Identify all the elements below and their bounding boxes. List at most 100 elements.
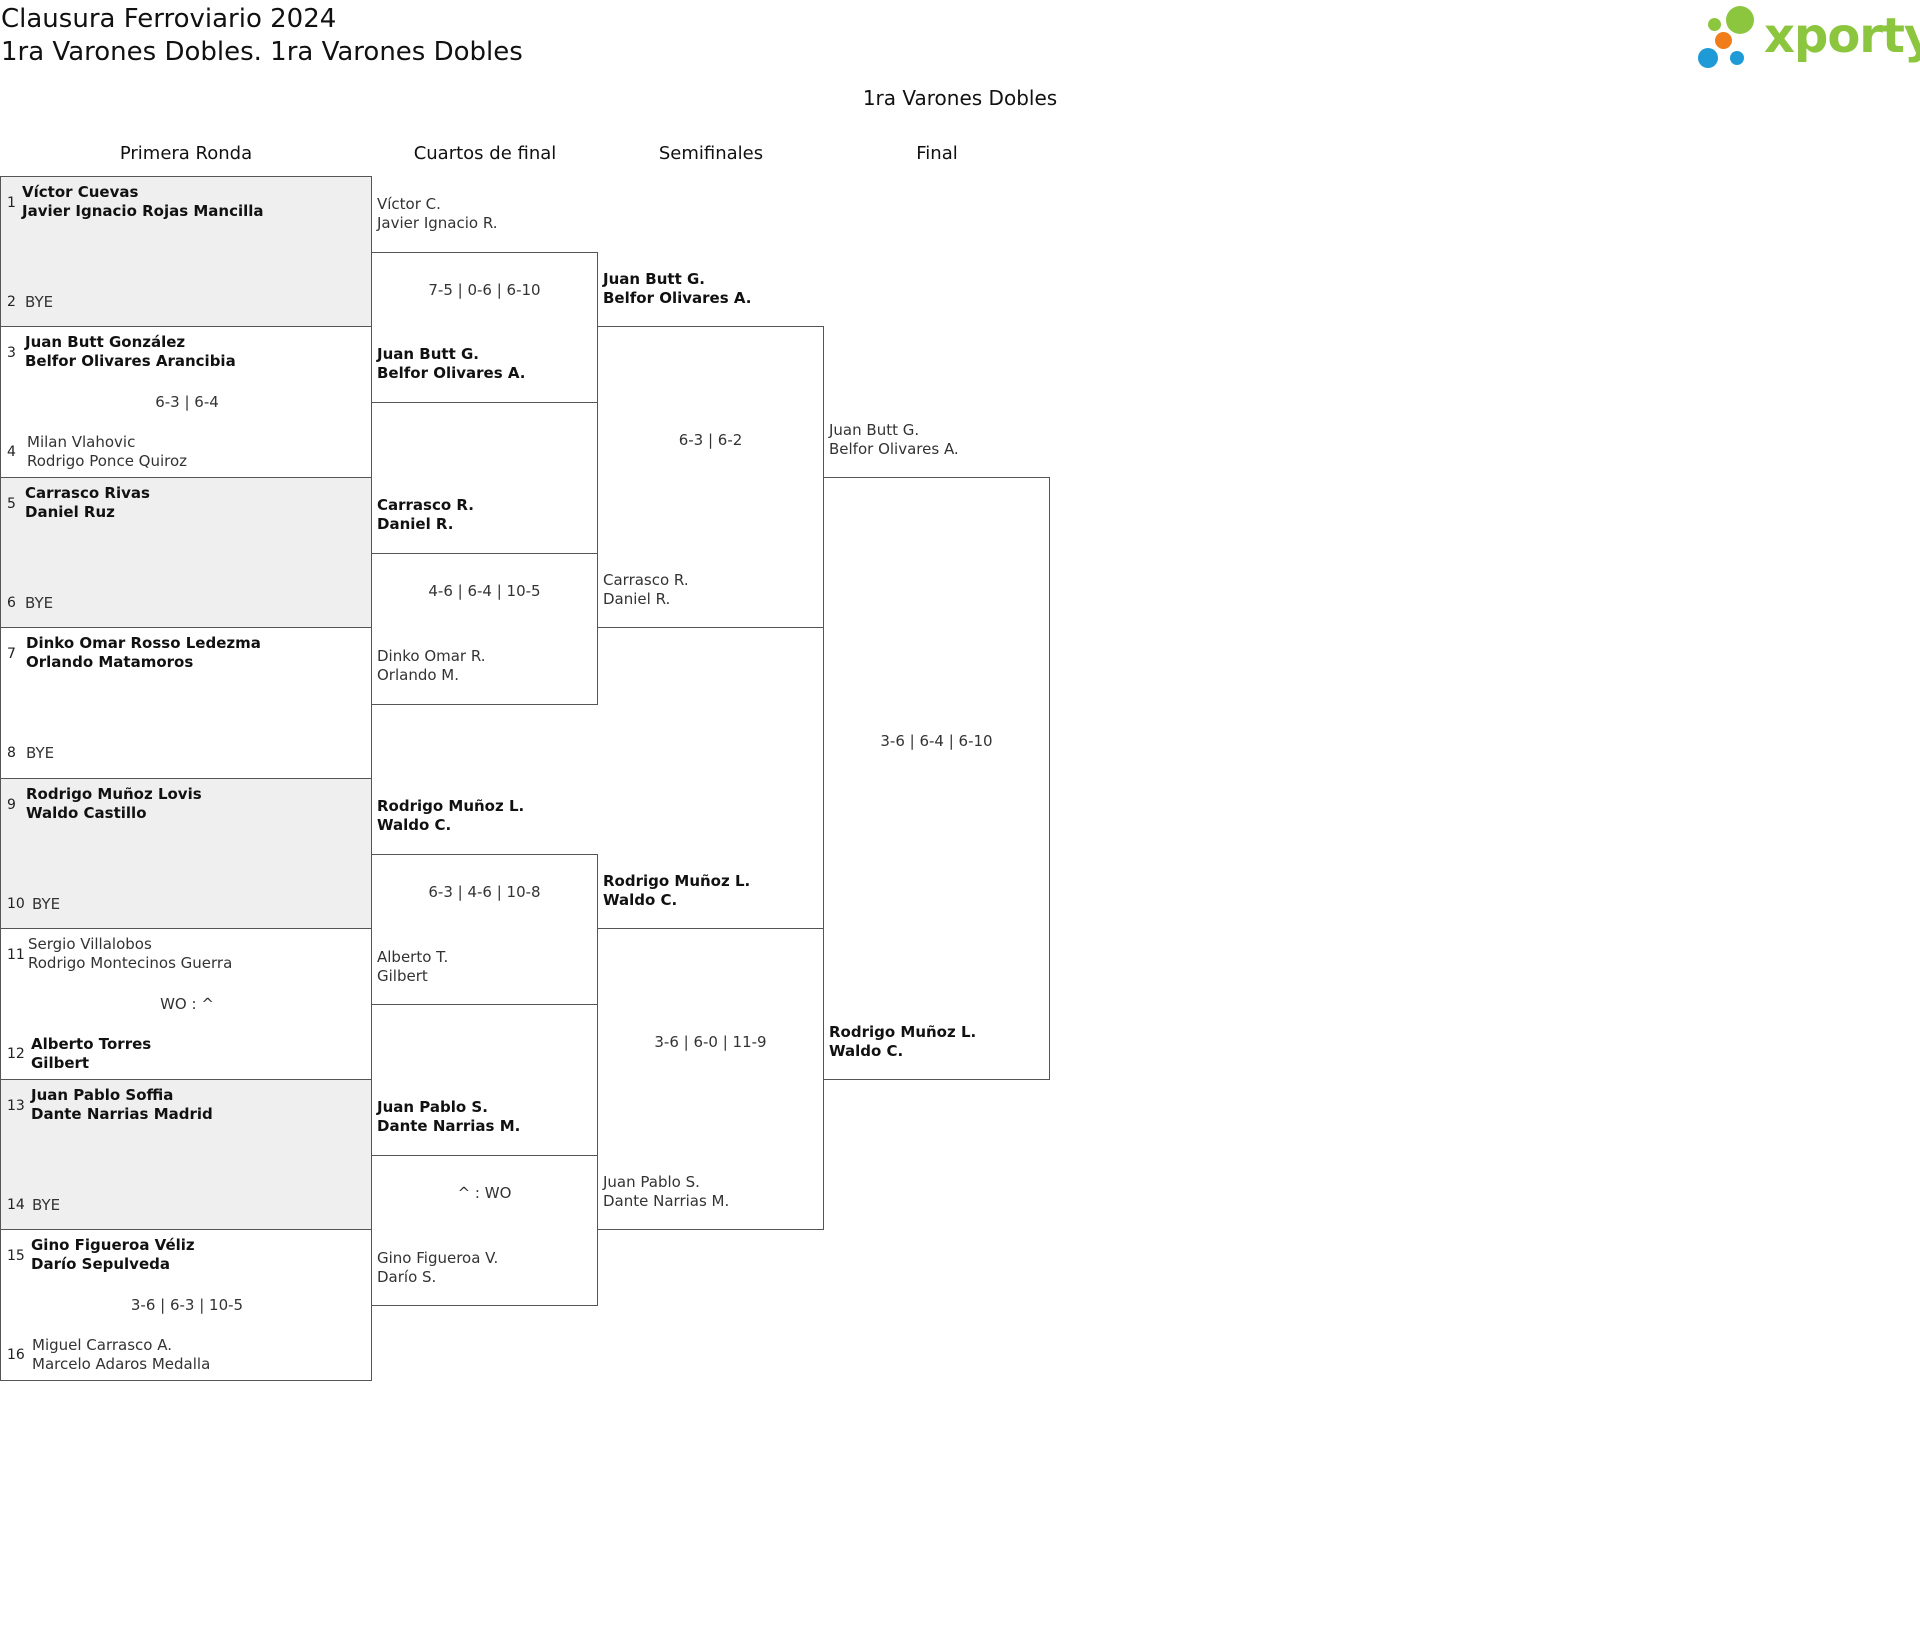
player-name[interactable]: Gilbert <box>377 967 428 985</box>
player-name[interactable]: Rodrigo Muñoz L. <box>829 1023 977 1041</box>
player-name[interactable]: Dante Narrias M. <box>377 1117 521 1135</box>
player-name[interactable]: Juan Pablo S. <box>603 1173 700 1191</box>
player-name[interactable]: Gino Figueroa V. <box>377 1249 499 1267</box>
player-name[interactable]: Daniel R. <box>603 590 671 608</box>
match-score: ^ : WO <box>457 1184 512 1202</box>
player-name[interactable]: Belfor Olivares Arancibia <box>25 352 236 370</box>
player-name[interactable]: Belfor Olivares A. <box>603 289 752 307</box>
r1-match-1: 1 Víctor Cuevas Javier Ignacio Rojas Man… <box>0 176 372 327</box>
player-name[interactable]: Marcelo Adaros Medalla <box>32 1355 211 1373</box>
player-name[interactable]: Dante Narrias M. <box>603 1192 730 1210</box>
player-name[interactable]: Daniel Ruz <box>25 503 115 521</box>
player-name[interactable]: Juan Butt González <box>25 333 186 351</box>
tournament-title: Clausura Ferroviario 2024 <box>1 4 337 34</box>
player-name[interactable]: Darío S. <box>377 1268 437 1286</box>
player-name[interactable]: Gilbert <box>31 1054 90 1072</box>
player-name[interactable]: Orlando M. <box>377 666 460 684</box>
seed-number: 9 <box>7 797 16 813</box>
player-name[interactable]: Gino Figueroa Véliz <box>31 1236 195 1254</box>
r1-match-5: 9 Rodrigo Muñoz Lovis Waldo Castillo 10 … <box>0 778 372 929</box>
seed-number: 11 <box>7 947 25 963</box>
seed-number: 6 <box>7 595 16 611</box>
player-name[interactable]: Juan Butt G. <box>603 270 705 288</box>
player-name: BYE <box>25 594 54 612</box>
r1-match-7: 13 Juan Pablo Soffia Dante Narrias Madri… <box>0 1079 372 1230</box>
player-name[interactable]: Rodrigo Muñoz L. <box>377 797 525 815</box>
match-score: 3-6 | 6-4 | 6-10 <box>880 732 993 750</box>
round-header-cuartos: Cuartos de final <box>413 143 557 164</box>
player-name[interactable]: Rodrigo Muñoz L. <box>603 872 751 890</box>
seed-number: 1 <box>7 195 16 211</box>
player-name[interactable]: Miguel Carrasco A. <box>32 1336 173 1354</box>
r1-match-8: 15 Gino Figueroa Véliz Darío Sepulveda 3… <box>0 1229 372 1381</box>
player-name[interactable]: Waldo C. <box>603 891 678 909</box>
player-name[interactable]: Carrasco Rivas <box>25 484 150 502</box>
player-name[interactable]: Daniel R. <box>377 515 454 533</box>
player-name[interactable]: Waldo C. <box>377 816 452 834</box>
player-name[interactable]: Víctor C. <box>377 195 441 213</box>
qf-bracket-4 <box>371 1155 598 1306</box>
player-name[interactable]: Carrasco R. <box>377 496 474 514</box>
r1-match-4: 7 Dinko Omar Rosso Ledezma Orlando Matam… <box>0 627 372 779</box>
match-score: WO : ^ <box>160 995 214 1013</box>
player-name[interactable]: Juan Butt G. <box>377 345 479 363</box>
player-name[interactable]: Javier Ignacio Rojas Mancilla <box>22 202 264 220</box>
logo-dot-green <box>1726 6 1754 34</box>
r1-match-6: 11 Sergio Villalobos Rodrigo Montecinos … <box>0 928 372 1080</box>
player-name[interactable]: Alberto Torres <box>31 1035 152 1053</box>
match-score: 7-5 | 0-6 | 6-10 <box>428 281 541 299</box>
player-name[interactable]: Juan Pablo S. <box>377 1098 488 1116</box>
r1-match-3: 5 Carrasco Rivas Daniel Ruz 6 BYE <box>0 477 372 628</box>
logo-dot-green-small <box>1708 18 1721 31</box>
seed-number: 8 <box>7 745 16 761</box>
xporty-logo[interactable]: xporty <box>1698 4 1920 74</box>
round-header-semifinales: Semifinales <box>658 143 764 164</box>
match-score: 4-6 | 6-4 | 10-5 <box>428 582 541 600</box>
player-name[interactable]: Víctor Cuevas <box>22 183 139 201</box>
seed-number: 15 <box>7 1248 25 1264</box>
match-score: 6-3 | 6-4 <box>155 393 219 411</box>
player-name[interactable]: Sergio Villalobos <box>28 935 152 953</box>
logo-text: xporty <box>1764 8 1920 64</box>
seed-number: 13 <box>7 1098 25 1114</box>
player-name[interactable]: Darío Sepulveda <box>31 1255 170 1273</box>
seed-number: 7 <box>7 646 16 662</box>
seed-number: 5 <box>7 496 16 512</box>
player-name: BYE <box>32 1196 61 1214</box>
match-score: 6-3 | 4-6 | 10-8 <box>428 883 541 901</box>
player-name[interactable]: Rodrigo Montecinos Guerra <box>28 954 233 972</box>
player-name[interactable]: Orlando Matamoros <box>26 653 194 671</box>
player-name: BYE <box>26 744 55 762</box>
player-name[interactable]: Dinko Omar Rosso Ledezma <box>26 634 261 652</box>
match-score: 6-3 | 6-2 <box>678 431 743 449</box>
player-name[interactable]: Waldo C. <box>829 1042 904 1060</box>
player-name[interactable]: Carrasco R. <box>603 571 689 589</box>
logo-dot-blue <box>1698 48 1718 68</box>
bracket-title: 1ra Varones Dobles <box>862 86 1058 110</box>
player-name[interactable]: Dinko Omar R. <box>377 647 486 665</box>
player-name[interactable]: Alberto T. <box>377 948 449 966</box>
final-bracket <box>823 477 1050 1080</box>
seed-number: 12 <box>7 1046 25 1062</box>
seed-number: 3 <box>7 345 16 361</box>
seed-number: 10 <box>7 896 25 912</box>
player-name[interactable]: Rodrigo Ponce Quiroz <box>27 452 188 470</box>
player-name[interactable]: Belfor Olivares A. <box>829 440 959 458</box>
seed-number: 16 <box>7 1347 25 1363</box>
player-name: BYE <box>25 293 54 311</box>
player-name[interactable]: Dante Narrias Madrid <box>31 1105 213 1123</box>
player-name[interactable]: Juan Butt G. <box>829 421 920 439</box>
player-name[interactable]: Belfor Olivares A. <box>377 364 526 382</box>
logo-dot-orange <box>1715 32 1732 49</box>
match-score: 3-6 | 6-3 | 10-5 <box>130 1296 244 1314</box>
round-header-final: Final <box>916 143 958 164</box>
player-name[interactable]: Waldo Castillo <box>26 804 147 822</box>
qf-bracket-2 <box>371 553 598 705</box>
player-name[interactable]: Juan Pablo Soffia <box>31 1086 174 1104</box>
player-name[interactable]: Javier Ignacio R. <box>377 214 498 232</box>
seed-number: 2 <box>7 294 16 310</box>
category-title: 1ra Varones Dobles. 1ra Varones Dobles <box>1 37 523 67</box>
player-name[interactable]: Rodrigo Muñoz Lovis <box>26 785 202 803</box>
player-name[interactable]: Milan Vlahovic <box>27 433 136 451</box>
seed-number: 14 <box>7 1197 25 1213</box>
